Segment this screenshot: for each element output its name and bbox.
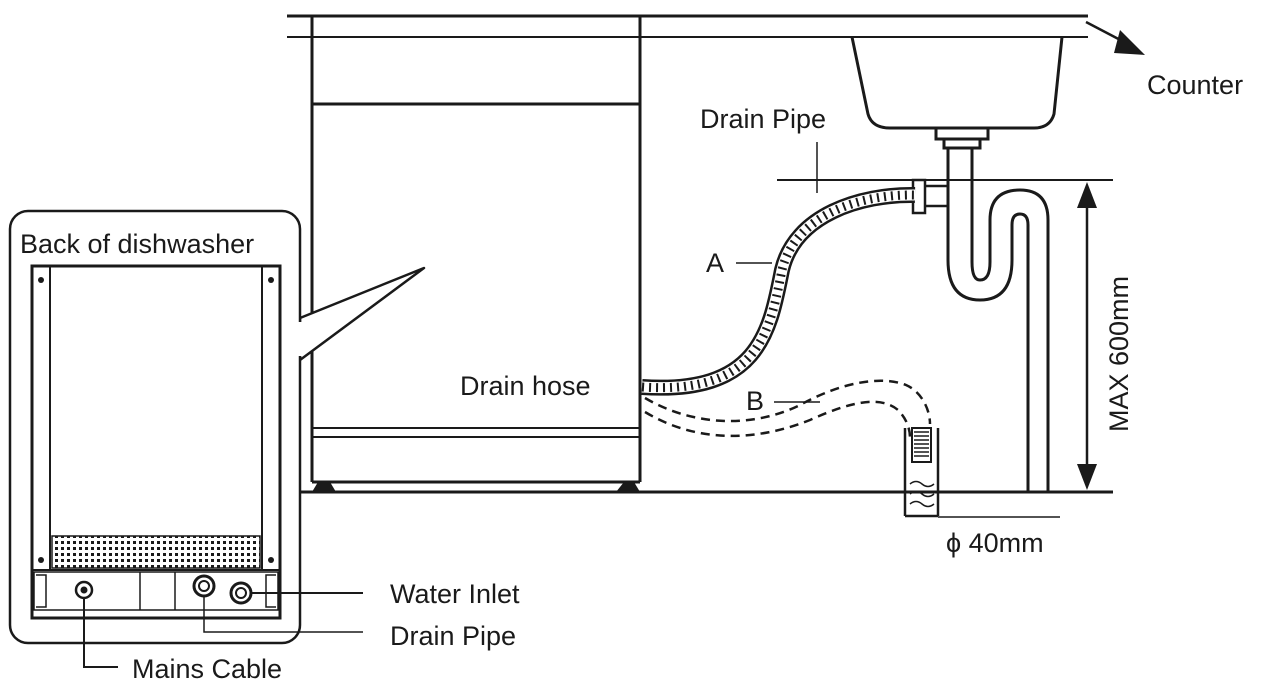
counter-top — [287, 14, 1088, 38]
counter-arrow — [1085, 20, 1145, 55]
sink — [850, 36, 1064, 150]
vent-grille — [51, 535, 261, 569]
drain-pipe-top-label: Drain Pipe — [700, 104, 826, 134]
back-panel — [30, 264, 282, 620]
water-inlet-label: Water Inlet — [390, 579, 520, 609]
drain-pipe-bottom-label: Drain Pipe — [390, 621, 516, 651]
hose-a-label: A — [706, 248, 724, 278]
counter-label: Counter — [1147, 70, 1243, 100]
hose-b-label: B — [746, 386, 764, 416]
drain-trap — [911, 148, 1050, 492]
max-height-label: MAX 600mm — [1104, 276, 1134, 432]
dishwasher-front — [310, 16, 642, 492]
drain-hose-label: Drain hose — [460, 371, 591, 401]
bottom-leaders — [83, 592, 363, 668]
drain-hose-a — [641, 186, 916, 396]
standpipe — [903, 427, 940, 518]
diameter-label: ϕ 40mm — [946, 528, 1044, 558]
max-height-dimension — [777, 179, 1113, 490]
mains-cable-label: Mains Cable — [132, 654, 282, 684]
back-of-dishwasher-label: Back of dishwasher — [20, 229, 254, 259]
back-of-dishwasher-callout — [8, 209, 426, 645]
drain-hose-b — [644, 379, 932, 439]
